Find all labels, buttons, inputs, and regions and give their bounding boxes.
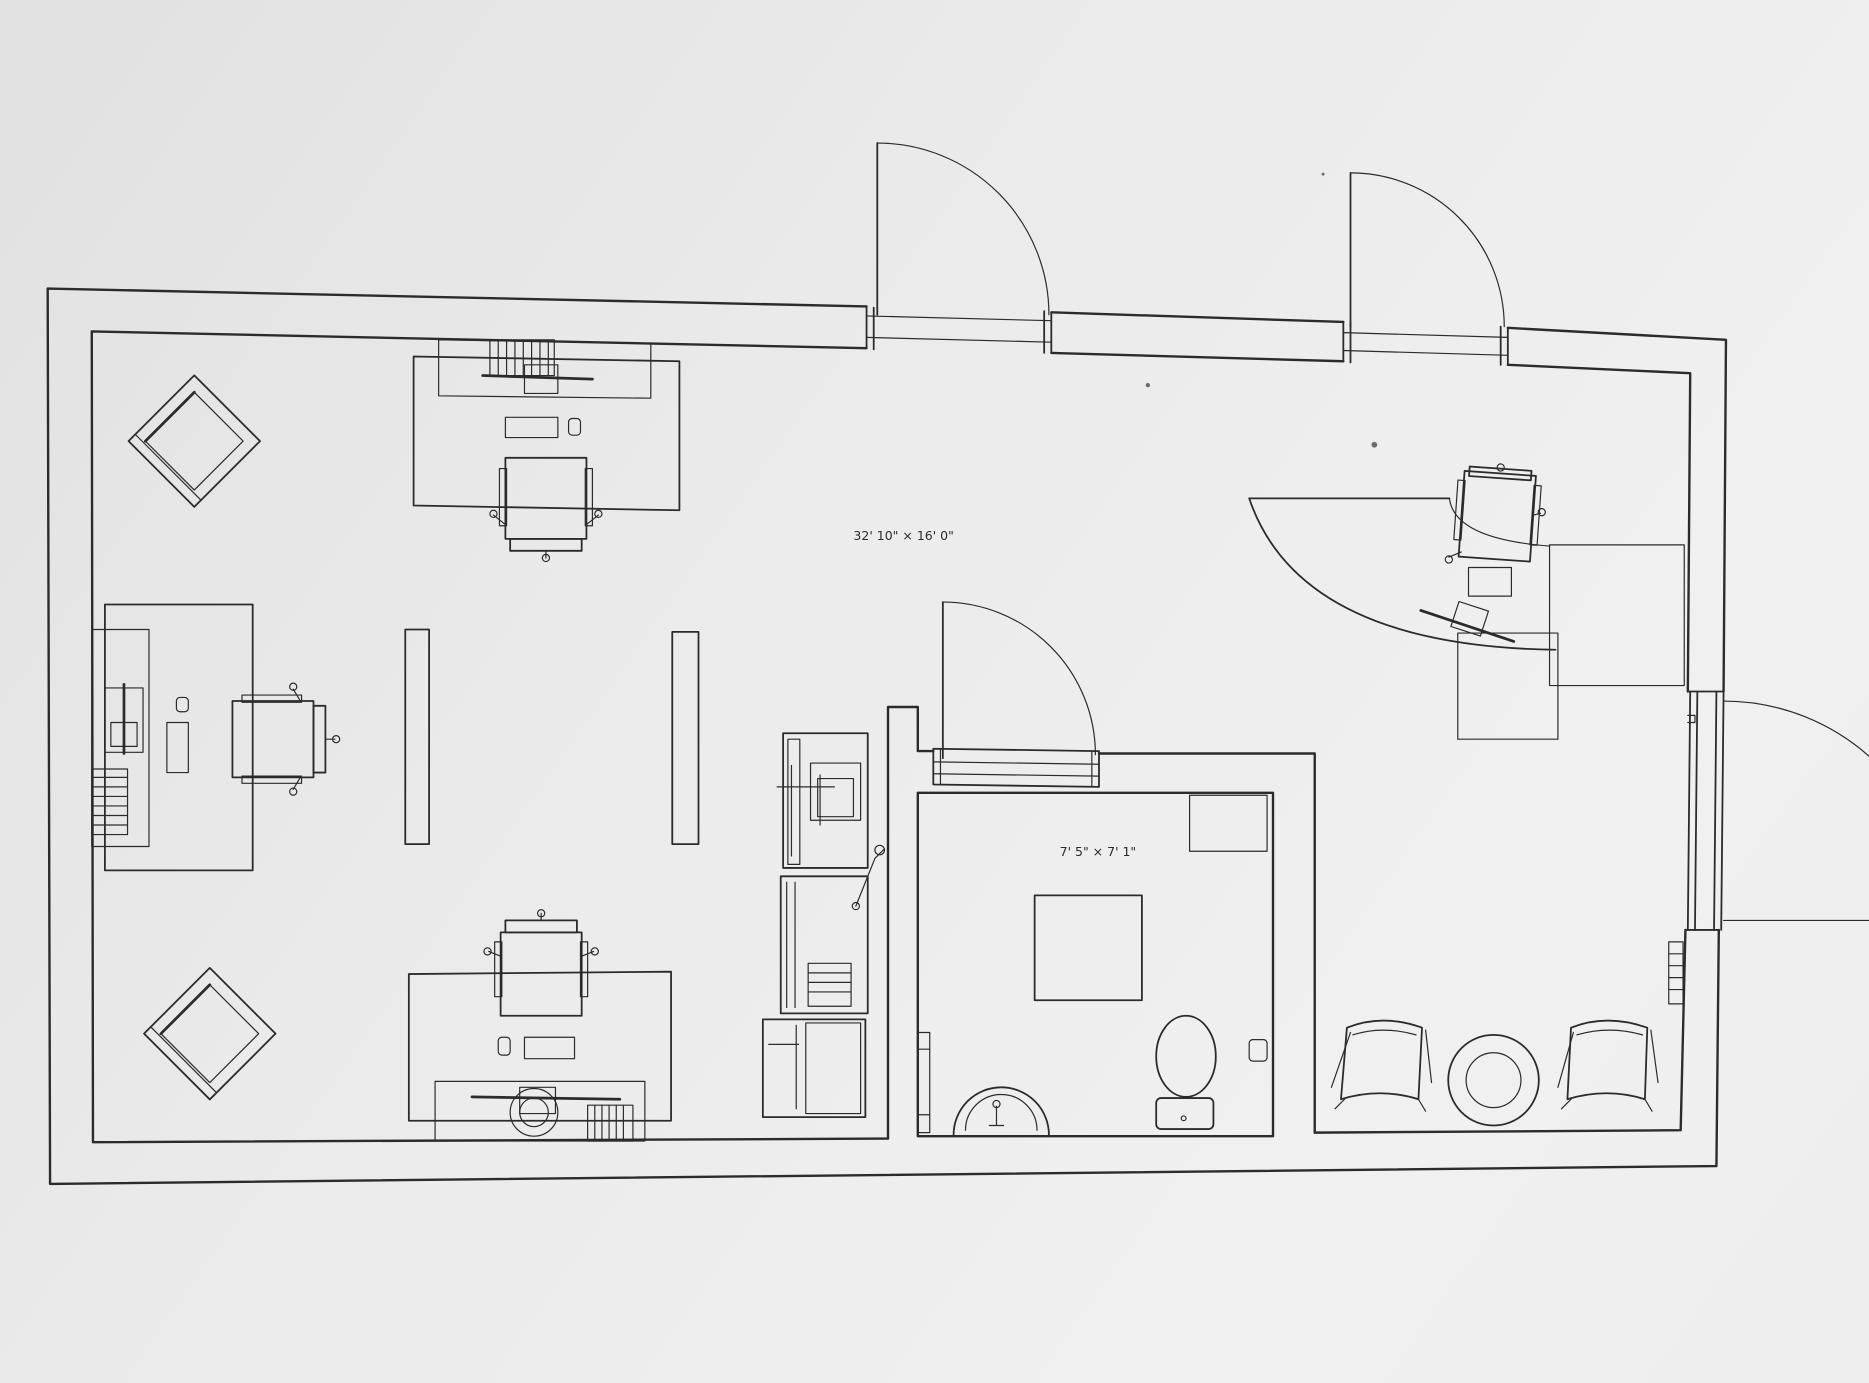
shower-area xyxy=(1033,894,1143,1002)
desk-surface xyxy=(412,355,681,512)
exterior-wall-outer xyxy=(46,287,1728,1186)
monitor xyxy=(470,1095,622,1101)
bathroom-fixtures xyxy=(917,794,1268,1136)
keyboard xyxy=(166,721,189,774)
office-chair xyxy=(231,682,341,796)
sink xyxy=(952,1086,1050,1136)
reception-desk xyxy=(1248,463,1685,740)
stool xyxy=(509,1087,559,1137)
lounge-chair-right xyxy=(1557,1019,1659,1112)
shelf-unit xyxy=(782,732,869,869)
armchair-southwest xyxy=(143,967,277,1101)
printer xyxy=(519,1086,557,1115)
desk-return xyxy=(1548,544,1685,687)
desk-lamp xyxy=(855,848,886,907)
desk-return xyxy=(91,628,150,848)
desk-north xyxy=(412,339,681,563)
book-stack xyxy=(91,768,129,836)
coat-hooks xyxy=(1668,941,1684,1005)
toilet xyxy=(1155,1014,1217,1130)
main-room-dimensions: 32' 10" × 16' 0" xyxy=(853,528,953,543)
keyboard xyxy=(523,1036,576,1060)
shelf-unit xyxy=(761,1018,867,1119)
door-bathroom xyxy=(932,601,1100,788)
round-table xyxy=(1447,1033,1540,1127)
cabinet xyxy=(1188,794,1268,852)
shelf-unit xyxy=(779,875,869,1015)
partition-panel-right xyxy=(671,630,700,846)
partition-panel-left xyxy=(404,628,431,846)
office-chair xyxy=(489,456,603,563)
printer xyxy=(807,962,852,1007)
office-chair xyxy=(1444,463,1546,564)
keyboard xyxy=(504,416,559,439)
towel-bar xyxy=(917,1031,931,1134)
lounge-chair-left xyxy=(1330,1019,1433,1112)
desk-surface xyxy=(1248,497,1557,651)
paper-mark xyxy=(1371,441,1378,448)
mouse xyxy=(497,1036,511,1056)
door-north-1 xyxy=(865,142,1053,354)
bathroom-dimensions: 7' 5" × 7' 1" xyxy=(1060,844,1137,859)
book-stack xyxy=(587,1104,634,1142)
office-chair xyxy=(483,909,599,1017)
paper-mark xyxy=(1321,172,1325,176)
door-north-2 xyxy=(1342,171,1509,366)
monitor xyxy=(809,762,862,821)
desk-west xyxy=(91,603,341,872)
door-east xyxy=(1684,690,1869,931)
desk-return xyxy=(1457,632,1559,740)
waiting-area xyxy=(1330,941,1684,1127)
monitor xyxy=(481,374,594,381)
armchair-northwest xyxy=(127,374,261,508)
shelving-column xyxy=(761,732,886,1119)
bathroom-partition-wall xyxy=(886,705,1316,1140)
desk-south xyxy=(407,909,672,1142)
desk-surface xyxy=(407,970,672,1122)
monitor xyxy=(1467,566,1513,597)
paper-mark xyxy=(1145,382,1151,388)
toilet-paper-holder xyxy=(1248,1039,1268,1062)
desk-hutch xyxy=(434,1080,646,1142)
desk-hutch xyxy=(438,339,652,399)
mouse xyxy=(567,417,582,436)
laptop xyxy=(1419,609,1516,643)
mouse xyxy=(175,696,189,713)
exterior-wall-inner xyxy=(90,330,1692,1144)
